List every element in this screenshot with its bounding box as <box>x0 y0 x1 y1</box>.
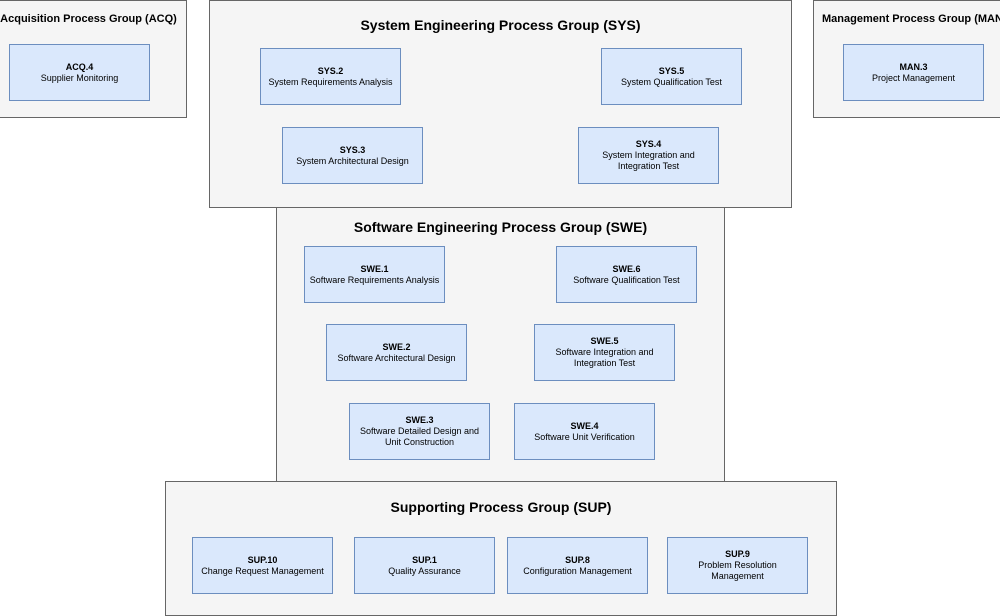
process-id: SWE.6 <box>612 263 641 274</box>
process-sup1[interactable]: SUP.1 Quality Assurance <box>354 537 495 594</box>
process-sys3[interactable]: SYS.3 System Architectural Design <box>282 127 423 184</box>
process-name: Change Request Management <box>201 565 324 576</box>
process-name: System Architectural Design <box>296 155 409 166</box>
process-id: SUP.8 <box>565 554 590 565</box>
process-id: SWE.1 <box>360 263 389 274</box>
process-name: Software Unit Verification <box>534 431 635 442</box>
process-acq4[interactable]: ACQ.4 Supplier Monitoring <box>9 44 150 101</box>
process-id: SYS.3 <box>339 144 366 155</box>
process-id: SUP.10 <box>247 554 278 565</box>
process-id: SWE.4 <box>570 420 599 431</box>
process-id: ACQ.4 <box>65 61 94 72</box>
process-sys2[interactable]: SYS.2 System Requirements Analysis <box>260 48 401 105</box>
swe-group-title: Software Engineering Process Group (SWE) <box>353 219 648 235</box>
man-group-title: Management Process Group (MAN) <box>822 13 1000 25</box>
process-id: SYS.2 <box>317 65 344 76</box>
process-id: SWE.2 <box>382 341 411 352</box>
process-man3[interactable]: MAN.3 Project Management <box>843 44 984 101</box>
process-name: Problem Resolution Management <box>698 560 777 581</box>
process-swe4[interactable]: SWE.4 Software Unit Verification <box>514 403 655 460</box>
process-swe3[interactable]: SWE.3 Software Detailed Design and Unit … <box>349 403 490 460</box>
process-id: SWE.5 <box>590 336 619 346</box>
process-name: Software Architectural Design <box>337 352 456 363</box>
process-name: Software Detailed Design and Unit Constr… <box>359 426 480 447</box>
process-swe2[interactable]: SWE.2 Software Architectural Design <box>326 324 467 381</box>
process-swe5[interactable]: SWE.5 Software Integration and Integrati… <box>534 324 675 381</box>
process-id: SYS.4 <box>635 139 662 149</box>
process-name: System Integration and Integration Test <box>602 150 695 171</box>
process-id: SWE.3 <box>405 415 434 425</box>
process-name: Quality Assurance <box>388 565 461 576</box>
process-name: System Requirements Analysis <box>268 76 393 87</box>
process-name: Software Qualification Test <box>573 274 680 285</box>
process-name: Project Management <box>871 72 956 83</box>
process-sys5[interactable]: SYS.5 System Qualification Test <box>601 48 742 105</box>
process-name: Configuration Management <box>523 565 632 576</box>
sup-group-title: Supporting Process Group (SUP) <box>390 499 612 515</box>
process-id: SUP.1 <box>412 554 437 565</box>
process-name: System Qualification Test <box>621 76 722 87</box>
process-name: Supplier Monitoring <box>40 72 119 83</box>
acq-group-title: Acquisition Process Group (ACQ) <box>0 13 177 25</box>
process-id: SYS.5 <box>658 65 685 76</box>
process-sys4[interactable]: SYS.4 System Integration and Integration… <box>578 127 719 184</box>
process-sup8[interactable]: SUP.8 Configuration Management <box>507 537 648 594</box>
process-sup10[interactable]: SUP.10 Change Request Management <box>192 537 333 594</box>
process-swe1[interactable]: SWE.1 Software Requirements Analysis <box>304 246 445 303</box>
sys-group-title: System Engineering Process Group (SYS) <box>360 17 641 33</box>
process-sup9[interactable]: SUP.9 Problem Resolution Management <box>667 537 808 594</box>
process-swe6[interactable]: SWE.6 Software Qualification Test <box>556 246 697 303</box>
process-id: SUP.9 <box>725 549 750 559</box>
process-name: Software Requirements Analysis <box>309 274 440 285</box>
process-id: MAN.3 <box>899 61 928 72</box>
process-name: Software Integration and Integration Tes… <box>555 347 654 368</box>
